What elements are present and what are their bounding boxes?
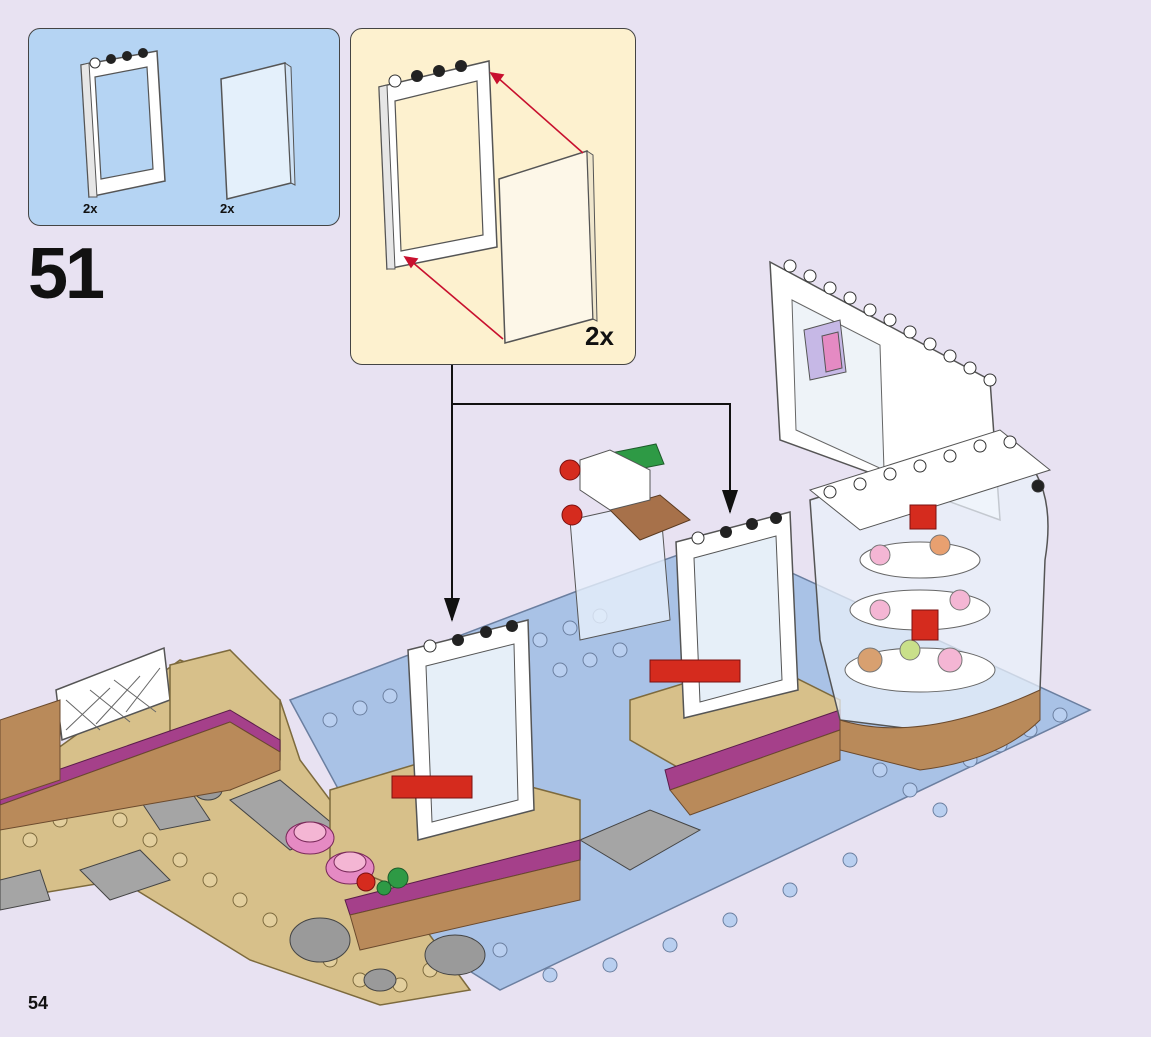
callout-arrow-left bbox=[444, 598, 460, 622]
installed-window-right bbox=[649, 511, 799, 719]
cake-tiers bbox=[844, 504, 996, 693]
grey-plate bbox=[79, 849, 171, 901]
brown-brick-corner bbox=[0, 699, 61, 801]
door-frame-part bbox=[80, 48, 166, 198]
grey-plate bbox=[578, 809, 702, 871]
grey-round-tile bbox=[289, 917, 351, 963]
brown-wall-left bbox=[0, 721, 281, 831]
parts-illustration bbox=[80, 48, 296, 200]
railing-lattice bbox=[65, 667, 161, 731]
flowers bbox=[356, 867, 409, 896]
glass-panel-assembly bbox=[498, 149, 598, 344]
step-number: 51 bbox=[28, 234, 105, 314]
sub-assembly-illustration bbox=[378, 60, 598, 344]
wall-top-studs bbox=[783, 259, 997, 387]
callout-lines bbox=[451, 365, 731, 620]
part-qty-glass-panel: 2x bbox=[220, 201, 235, 216]
door-frame-assembly bbox=[378, 60, 498, 270]
brown-wall-front bbox=[349, 859, 581, 951]
installed-window-left bbox=[391, 619, 535, 841]
cabinet-top-studs bbox=[823, 435, 1045, 499]
cabinet-base bbox=[839, 689, 1041, 771]
white-register bbox=[579, 449, 651, 511]
brown-wall-right bbox=[669, 729, 841, 816]
part-qty-door-frame: 2x bbox=[83, 201, 98, 216]
attach-arrows bbox=[403, 71, 584, 340]
grey-plate bbox=[0, 869, 51, 911]
glass-panel-part bbox=[220, 62, 296, 200]
hanger-items bbox=[803, 319, 847, 381]
red-round-part bbox=[559, 459, 581, 481]
cabinet-top bbox=[808, 429, 1052, 531]
grey-round-tile bbox=[424, 934, 486, 976]
red-round-part bbox=[561, 504, 583, 526]
parts-list-panel: 2x 2x bbox=[28, 28, 340, 226]
grey-round-tile bbox=[363, 968, 397, 992]
callout-arrow-right bbox=[722, 490, 738, 514]
pink-cakes bbox=[285, 821, 375, 885]
sub-assembly-panel: 2x bbox=[350, 28, 636, 365]
blue-studs bbox=[322, 608, 1068, 983]
page-number: 54 bbox=[28, 993, 49, 1013]
sub-assembly-multiplier: 2x bbox=[585, 321, 614, 351]
